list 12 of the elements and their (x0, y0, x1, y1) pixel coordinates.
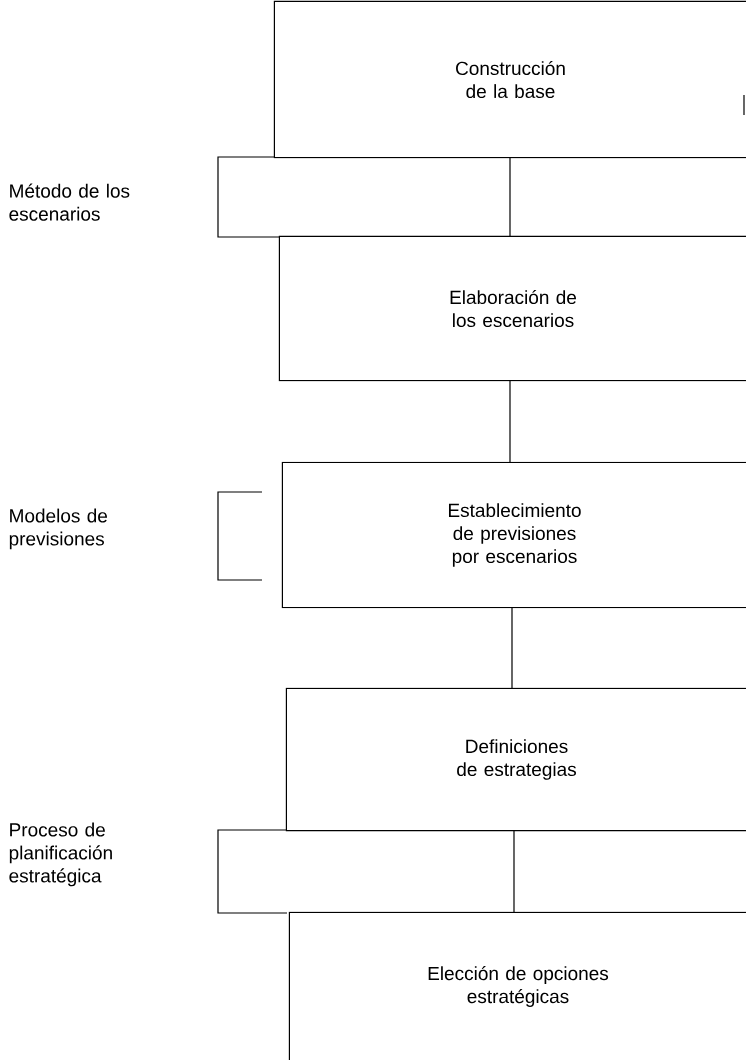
process-box: Definiciones de estrategias (285, 687, 746, 832)
connector-line (513, 830, 515, 913)
side-label: Proceso de planificación estratégica (9, 822, 112, 887)
side-label: Método de los escenarios (9, 183, 130, 221)
connector-line (509, 380, 511, 463)
process-box: Construcción de la base (273, 0, 746, 159)
connector-line (511, 607, 513, 689)
process-box: Elaboración de los escenarios (278, 235, 746, 382)
connector-line (509, 157, 511, 237)
side-label: Modelos de previsiones (9, 508, 107, 550)
process-box: Elección de opciones estratégicas (288, 911, 746, 1060)
process-box: Establecimiento de previsiones por escenarios (281, 461, 746, 609)
